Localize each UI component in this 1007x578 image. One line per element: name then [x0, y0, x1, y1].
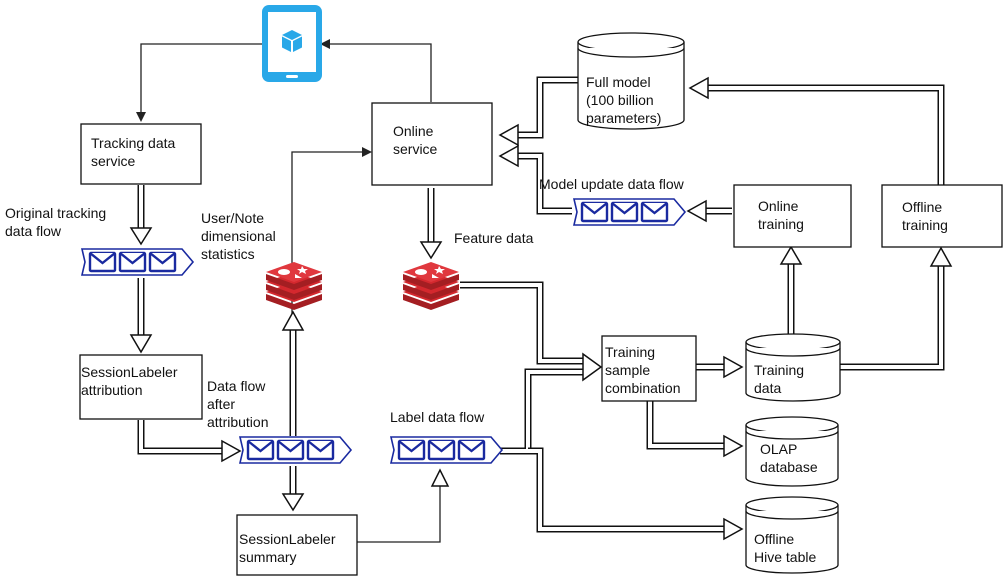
tablet-cube-icon — [262, 5, 322, 82]
queue-icon-after-attribution — [238, 435, 353, 465]
queue-icon-original — [80, 247, 195, 277]
feature-data-label: Feature data — [454, 230, 534, 246]
queue-icon-model-update — [572, 197, 687, 227]
redis-icon-left — [266, 262, 322, 310]
redis-icon-right — [403, 262, 459, 310]
hollow-flow-arrows — [129, 76, 953, 541]
queue-icon-label — [389, 435, 504, 465]
model-update-label: Model update data flow — [539, 176, 685, 192]
label-data-flow-label: Label data flow — [390, 409, 485, 425]
